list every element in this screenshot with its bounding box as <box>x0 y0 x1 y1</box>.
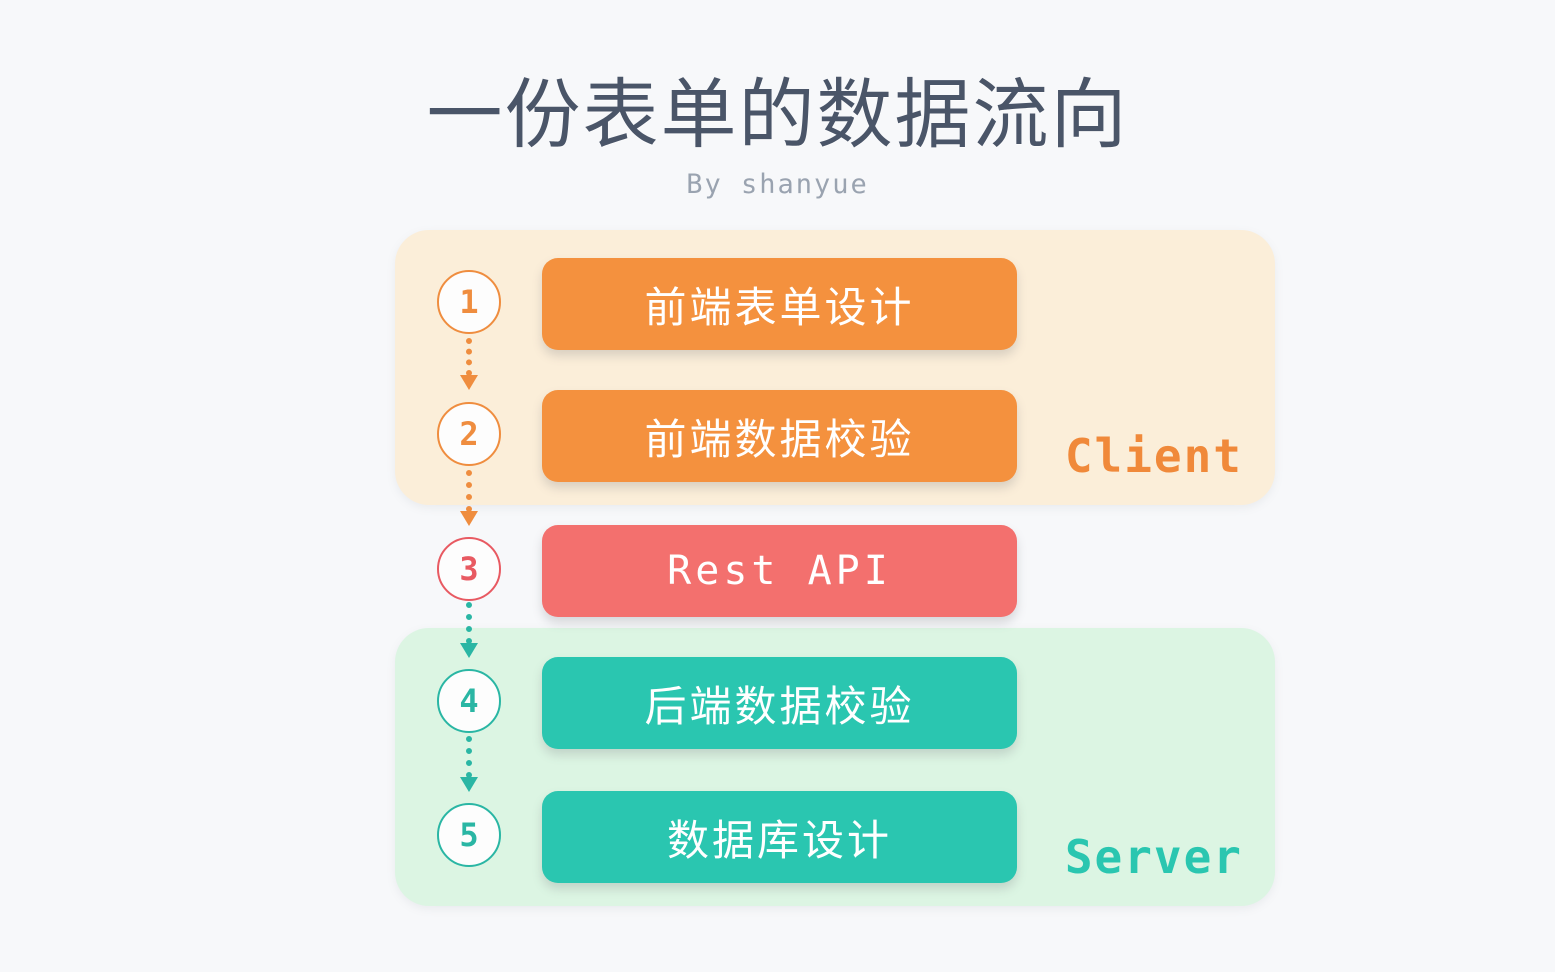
connector-line <box>466 338 472 376</box>
arrowhead-down-icon <box>460 375 478 390</box>
connector-line <box>466 602 472 644</box>
step-box-2[interactable]: 前端数据校验 <box>542 390 1017 482</box>
page-title: 一份表单的数据流向 <box>426 74 1129 158</box>
arrowhead-down-icon <box>460 777 478 792</box>
step-row-3: 3 Rest API <box>437 525 1017 617</box>
step-box-3[interactable]: Rest API <box>542 525 1017 617</box>
step-number-badge-2: 2 <box>437 402 501 466</box>
step-number-badge-3: 3 <box>437 537 501 601</box>
connector-step-2-to-3 <box>460 470 478 526</box>
step-number-badge-1: 1 <box>437 270 501 334</box>
connector-line <box>466 736 472 778</box>
zone-client-label: Client <box>1064 429 1243 483</box>
connector-step-3-to-4 <box>460 602 478 658</box>
arrowhead-down-icon <box>460 643 478 658</box>
step-row-1: 1 前端表单设计 <box>437 258 1017 350</box>
step-box-1[interactable]: 前端表单设计 <box>542 258 1017 350</box>
step-box-5[interactable]: 数据库设计 <box>542 791 1017 883</box>
arrowhead-down-icon <box>460 511 478 526</box>
step-row-4: 4 后端数据校验 <box>437 657 1017 749</box>
diagram-header: 一份表单的数据流向 By shanyue <box>0 72 1555 202</box>
step-box-4[interactable]: 后端数据校验 <box>542 657 1017 749</box>
page-subtitle-author: By shanyue <box>686 169 869 200</box>
connector-step-4-to-5 <box>460 736 478 792</box>
connector-line <box>466 470 472 512</box>
step-row-2: 2 前端数据校验 <box>437 390 1017 482</box>
zone-server-label: Server <box>1064 830 1243 884</box>
step-number-badge-5: 5 <box>437 803 501 867</box>
step-row-5: 5 数据库设计 <box>437 791 1017 883</box>
connector-step-1-to-2 <box>460 338 478 390</box>
step-number-badge-4: 4 <box>437 669 501 733</box>
